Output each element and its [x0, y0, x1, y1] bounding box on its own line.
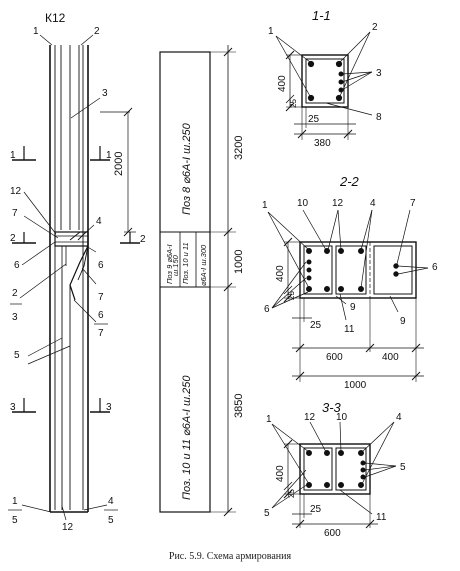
- callout: 5: [400, 462, 406, 473]
- callout: 1: [262, 200, 268, 211]
- callout: 6: [98, 310, 104, 321]
- dim-cover: 25: [289, 99, 298, 108]
- dim-total: 1000: [344, 380, 367, 391]
- dim-cover-bottom: 25: [310, 320, 322, 331]
- callout: 12: [62, 522, 74, 533]
- section-1-1: [275, 31, 373, 140]
- section-2-2-labels: 2-2 1 10 12 4 7 6 6 11 9 9 400 25 25 600…: [262, 174, 438, 391]
- callout: 11: [344, 324, 355, 335]
- callout: 3: [376, 68, 382, 79]
- callout: 2: [372, 22, 378, 33]
- dim-width: 600: [324, 528, 341, 539]
- callout: 11: [376, 512, 387, 523]
- callout: 7: [410, 198, 416, 209]
- callout: 7: [98, 328, 104, 339]
- callout: 5: [14, 350, 20, 361]
- callout: 1: [12, 496, 18, 507]
- section-title: 1-1: [312, 8, 331, 23]
- column-labels: К12 1 2 3 12 7 6 4 2 6 2 3 5 7 6 7 1 5 1…: [8, 11, 146, 533]
- callout: 12: [332, 198, 344, 209]
- callout: 6: [264, 304, 270, 315]
- dim-cover-bottom: 25: [310, 504, 322, 515]
- section-mark: 2: [10, 233, 16, 244]
- dimension-2000: 2000: [113, 152, 125, 176]
- callout: 5: [264, 508, 270, 519]
- callout: 9: [400, 316, 406, 327]
- table-row-mid: Поз. 10 и 11: [181, 242, 190, 284]
- section-2-2: [267, 209, 429, 382]
- callout: 3: [102, 88, 108, 99]
- callout: 1: [266, 414, 272, 425]
- section-1-1-labels: 1-1 1 2 3 8 400 25 25 380: [268, 8, 382, 149]
- callout: 7: [98, 292, 104, 303]
- column-elevation: [12, 34, 140, 521]
- section-3-3: [271, 421, 397, 529]
- dim-left: 600: [326, 352, 343, 363]
- section-mark: 1: [10, 150, 16, 161]
- dim-h: 400: [275, 465, 286, 482]
- callout: 1: [33, 26, 39, 37]
- callout: 8: [376, 112, 382, 123]
- dimension-3200: 3200: [233, 136, 245, 160]
- callout: 12: [304, 412, 316, 423]
- table-row-upper: Поз 8 ⌀6А-I ш.250: [181, 122, 193, 215]
- callout: 4: [396, 412, 402, 423]
- section-mark: 3: [106, 402, 112, 413]
- dim-cover: 25: [287, 291, 296, 300]
- callout: 10: [297, 198, 309, 209]
- callout: 12: [10, 186, 22, 197]
- table-row-mid: Поз 9 ⌀6А-I: [165, 244, 174, 284]
- callout: 2: [12, 288, 18, 299]
- dim-right: 400: [382, 352, 399, 363]
- section-mark: 3: [10, 402, 16, 413]
- callout: 5: [108, 515, 114, 526]
- callout: 9: [350, 302, 356, 313]
- callout: 1: [268, 26, 274, 37]
- column-mark: К12: [45, 11, 66, 25]
- dim-cover-bottom: 25: [308, 114, 320, 125]
- callout: 4: [108, 496, 114, 507]
- table-row-mid: ш.150: [171, 254, 180, 276]
- section-title: 2-2: [339, 174, 360, 189]
- callout: 7: [12, 208, 18, 219]
- callout: 6: [432, 262, 438, 273]
- section-title: 3-3: [322, 400, 342, 415]
- callout: 5: [12, 515, 18, 526]
- callout: 2: [94, 26, 100, 37]
- dimension-1000: 1000: [233, 250, 245, 274]
- spec-table: [159, 45, 236, 517]
- callout: 3: [12, 312, 18, 323]
- callout: 2: [140, 234, 146, 245]
- callout: 4: [370, 198, 376, 209]
- table-row-mid: ⌀6А-I ш.300: [199, 244, 208, 286]
- section-3-3-labels: 3-3 1 12 10 4 5 5 11 400 25 25 600: [264, 400, 406, 539]
- figure-caption: Рис. 5.9. Схема армирования: [168, 551, 292, 562]
- callout: 10: [336, 412, 348, 423]
- dim-h: 400: [275, 265, 286, 282]
- dim-h: 400: [277, 75, 288, 92]
- table-row-lower: Поз. 10 и 11 ⌀6А-I ш.250: [181, 375, 193, 500]
- spec-table-text: Поз 8 ⌀6А-I ш.250 Поз 9 ⌀6А-I ш.150 Поз.…: [165, 122, 245, 500]
- callout: 6: [98, 260, 104, 271]
- callout: 4: [96, 216, 102, 227]
- dimension-3850: 3850: [233, 394, 245, 418]
- callout: 6: [14, 260, 20, 271]
- dim-width: 380: [314, 138, 331, 149]
- section-mark: 1: [106, 150, 112, 161]
- dim-cover: 25: [287, 489, 296, 498]
